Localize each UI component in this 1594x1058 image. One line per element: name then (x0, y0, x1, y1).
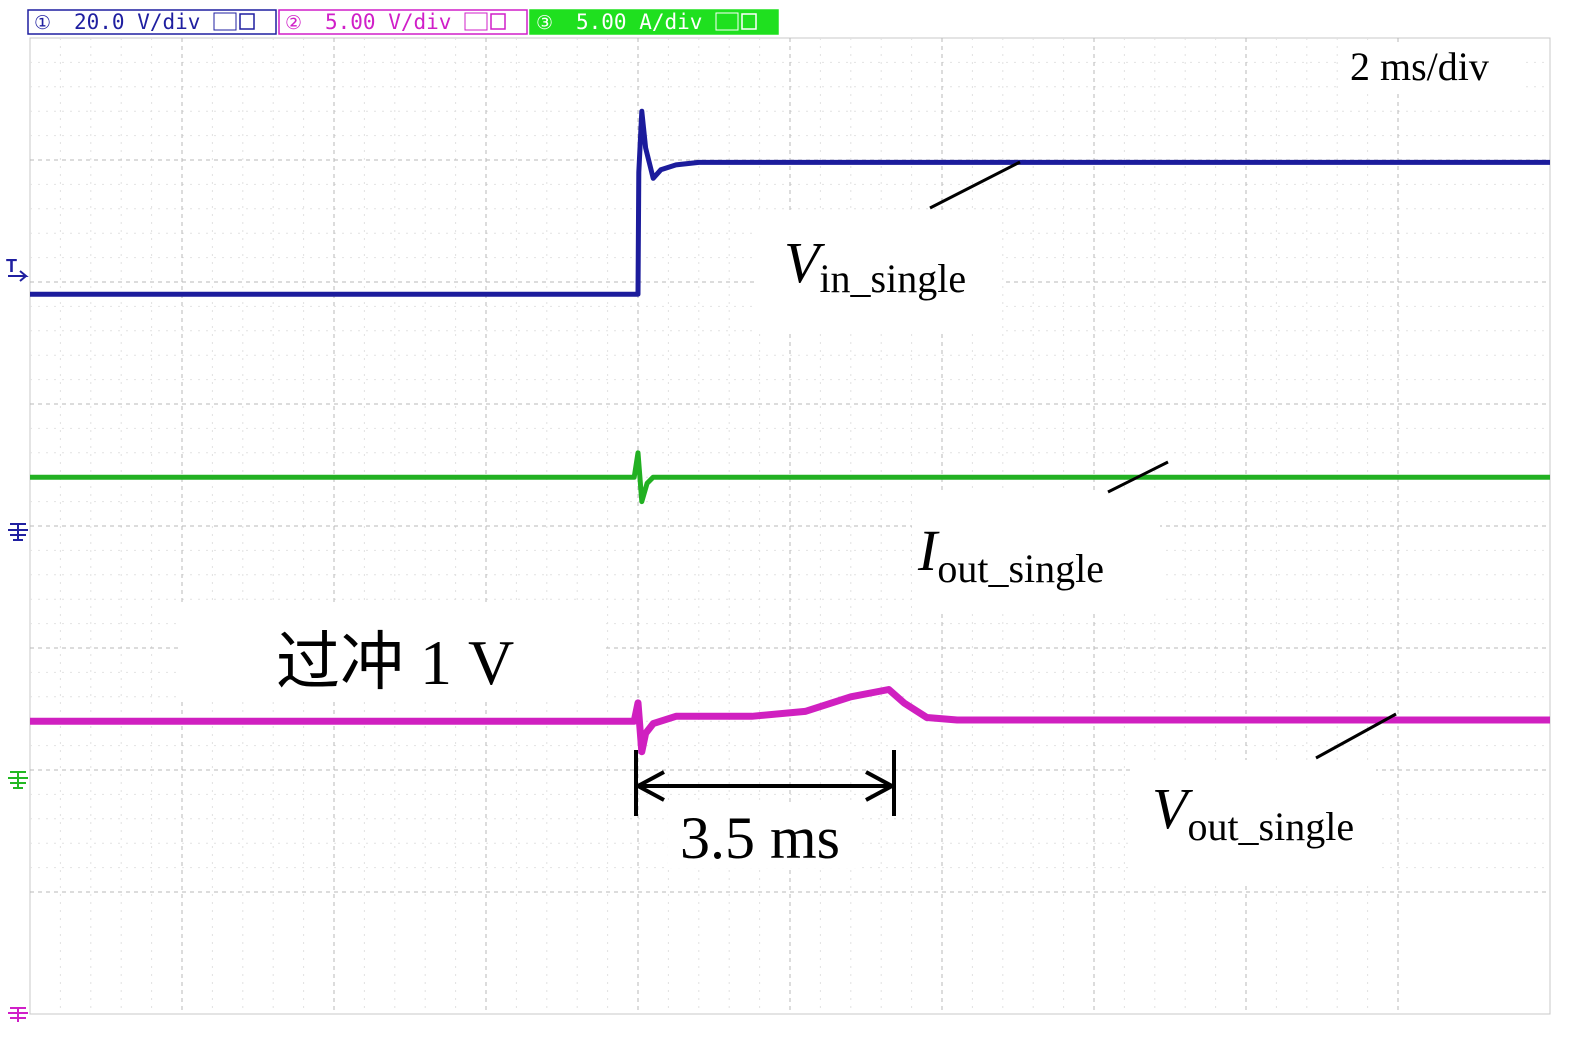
vout-trace (30, 686, 1550, 756)
channel-2-number: ② (285, 12, 302, 34)
vout-leader-line (1315, 712, 1397, 760)
channel-header-bar: ① 20.0 V/div ② 5.00 V/div ③ 5.00 A/div (27, 9, 779, 35)
trigger-level-marker: T (6, 256, 29, 282)
interval-arrow-left (637, 770, 665, 802)
left-markers: T (6, 256, 29, 1022)
vin-annotation: Vin_single (758, 160, 1021, 332)
svg-text:T: T (6, 256, 17, 276)
timebase-label: 2 ms/div (1338, 44, 1524, 92)
iout-leader-line (1107, 460, 1169, 494)
overshoot-annotation: 过冲 1 V (178, 606, 604, 698)
overshoot-label: 过冲 1 V (276, 627, 514, 698)
vin-leader-line (929, 160, 1021, 210)
channel-3-settings-icon (715, 12, 757, 31)
channel-2-ground-marker (8, 771, 28, 789)
vout-label: Vout_single (1152, 776, 1354, 849)
interval-annotation: 3.5 ms (634, 750, 896, 871)
channel-1-settings-icon (213, 12, 255, 31)
channel-3-ground-marker (8, 523, 28, 541)
channel-1-number: ① (34, 12, 51, 34)
channel-2-badge[interactable]: ② 5.00 V/div (278, 9, 528, 35)
interval-arrow-right (865, 770, 893, 802)
channel-2-scale: 5.00 V/div (325, 10, 451, 34)
channel-1-ground-marker (8, 1007, 28, 1022)
vin-trace (30, 108, 1550, 297)
timebase-text: 2 ms/div (1350, 44, 1489, 89)
channel-3-scale: 5.00 A/div (576, 10, 702, 34)
vin-label: Vin_single (784, 230, 966, 301)
interval-label: 3.5 ms (680, 805, 840, 871)
channel-1-scale: 20.0 V/div (74, 10, 200, 34)
iout-trace (30, 450, 1550, 505)
channel-3-number: ③ (536, 12, 553, 34)
iout-label: Iout_single (917, 518, 1104, 591)
vout-annotation: Vout_single (1130, 712, 1397, 882)
channel-3-badge[interactable]: ③ 5.00 A/div (529, 9, 779, 35)
iout-annotation: Iout_single (912, 460, 1169, 612)
channel-1-badge[interactable]: ① 20.0 V/div (27, 9, 277, 35)
channel-2-settings-icon (464, 12, 506, 31)
waveform-traces (30, 108, 1550, 756)
